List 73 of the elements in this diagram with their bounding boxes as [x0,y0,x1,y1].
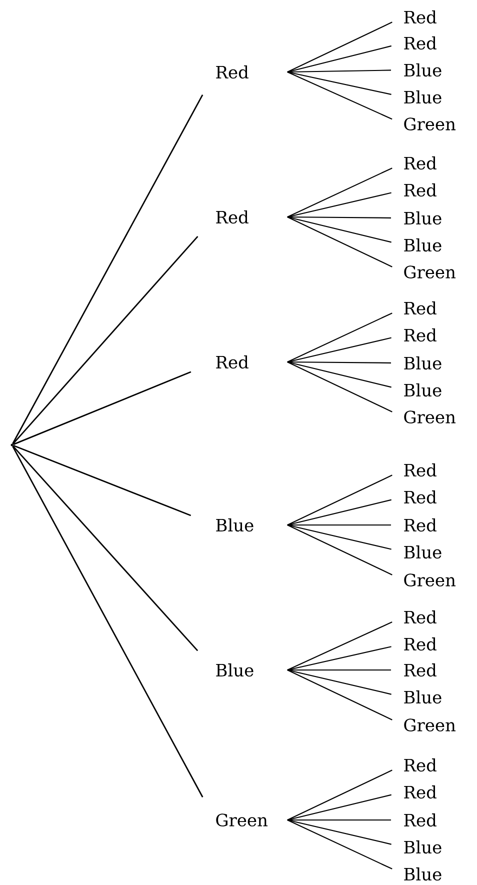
branch-line [287,646,392,671]
branch-label: Green [216,814,268,826]
branch-label: Blue [216,663,254,677]
outcome-label: Blue [404,90,442,104]
outcome-label: Red [404,518,436,532]
branch-line [12,94,204,444]
branch-line [287,71,392,95]
outcome-label: Blue [404,545,442,559]
outcome-label: Red [404,758,436,772]
outcome-label: Red [404,156,436,170]
branch-label: Red [216,210,248,224]
outcome-label: Red [404,663,436,677]
outcome-label: Blue [404,867,442,881]
outcome-label: Blue [404,383,442,397]
branch-line [287,216,392,218]
outcome-label: Red [404,301,436,315]
branch-line [287,216,392,268]
branch-line [287,669,391,671]
branch-line [287,72,392,120]
branch-line [287,524,392,550]
branch-line [287,45,392,73]
outcome-label: Red [404,463,436,477]
branch-line [287,70,392,73]
branch-line [287,337,392,363]
branch-line [287,770,392,820]
outcome-label: Green [404,266,456,278]
outcome-label: Red [404,637,436,651]
branch-label: Red [216,355,248,369]
outcome-label: Green [404,118,456,130]
branch-line [287,670,392,720]
branch-line [13,371,192,446]
branch-line [287,362,392,412]
branch-line [287,22,392,72]
branch-line [287,622,392,670]
branch-point [10,444,14,446]
branch-label: Blue [216,518,254,532]
branch-line [287,361,391,364]
outcome-label: Blue [404,211,442,225]
outcome-label: Red [404,490,436,504]
branch-line [287,192,392,218]
outcome-label: Red [404,813,436,827]
outcome-label: Red [404,328,436,342]
outcome-label: Blue [404,690,442,704]
branch-line [287,499,392,526]
outcome-label: Red [404,610,436,624]
branch-line [287,794,392,821]
branch-line [12,446,198,652]
branch-line [287,524,392,576]
branch-line [287,524,391,526]
outcome-label: Red [404,785,436,799]
branch-line [287,168,392,218]
branch-line [287,312,392,362]
branch-line [287,216,392,243]
branch-line [287,669,392,695]
outcome-label: Blue [404,356,442,370]
outcome-label: Red [404,183,436,197]
branch-label: Red [216,65,248,79]
branch-line [12,446,204,798]
branch-line [287,361,392,388]
branch-line [287,819,391,821]
outcome-label: Green [404,718,456,732]
outcome-label: Red [404,36,436,50]
outcome-label: Blue [404,840,442,854]
branch-line [12,236,198,444]
outcome-label: Blue [404,63,442,77]
branch-line [287,474,392,526]
outcome-label: Green [404,574,456,586]
outcome-label: Red [404,10,436,24]
branch-line [13,444,192,516]
branch-line [287,820,392,870]
branch-line [287,819,392,845]
outcome-label: Green [404,410,456,424]
outcome-label: Blue [404,238,442,252]
